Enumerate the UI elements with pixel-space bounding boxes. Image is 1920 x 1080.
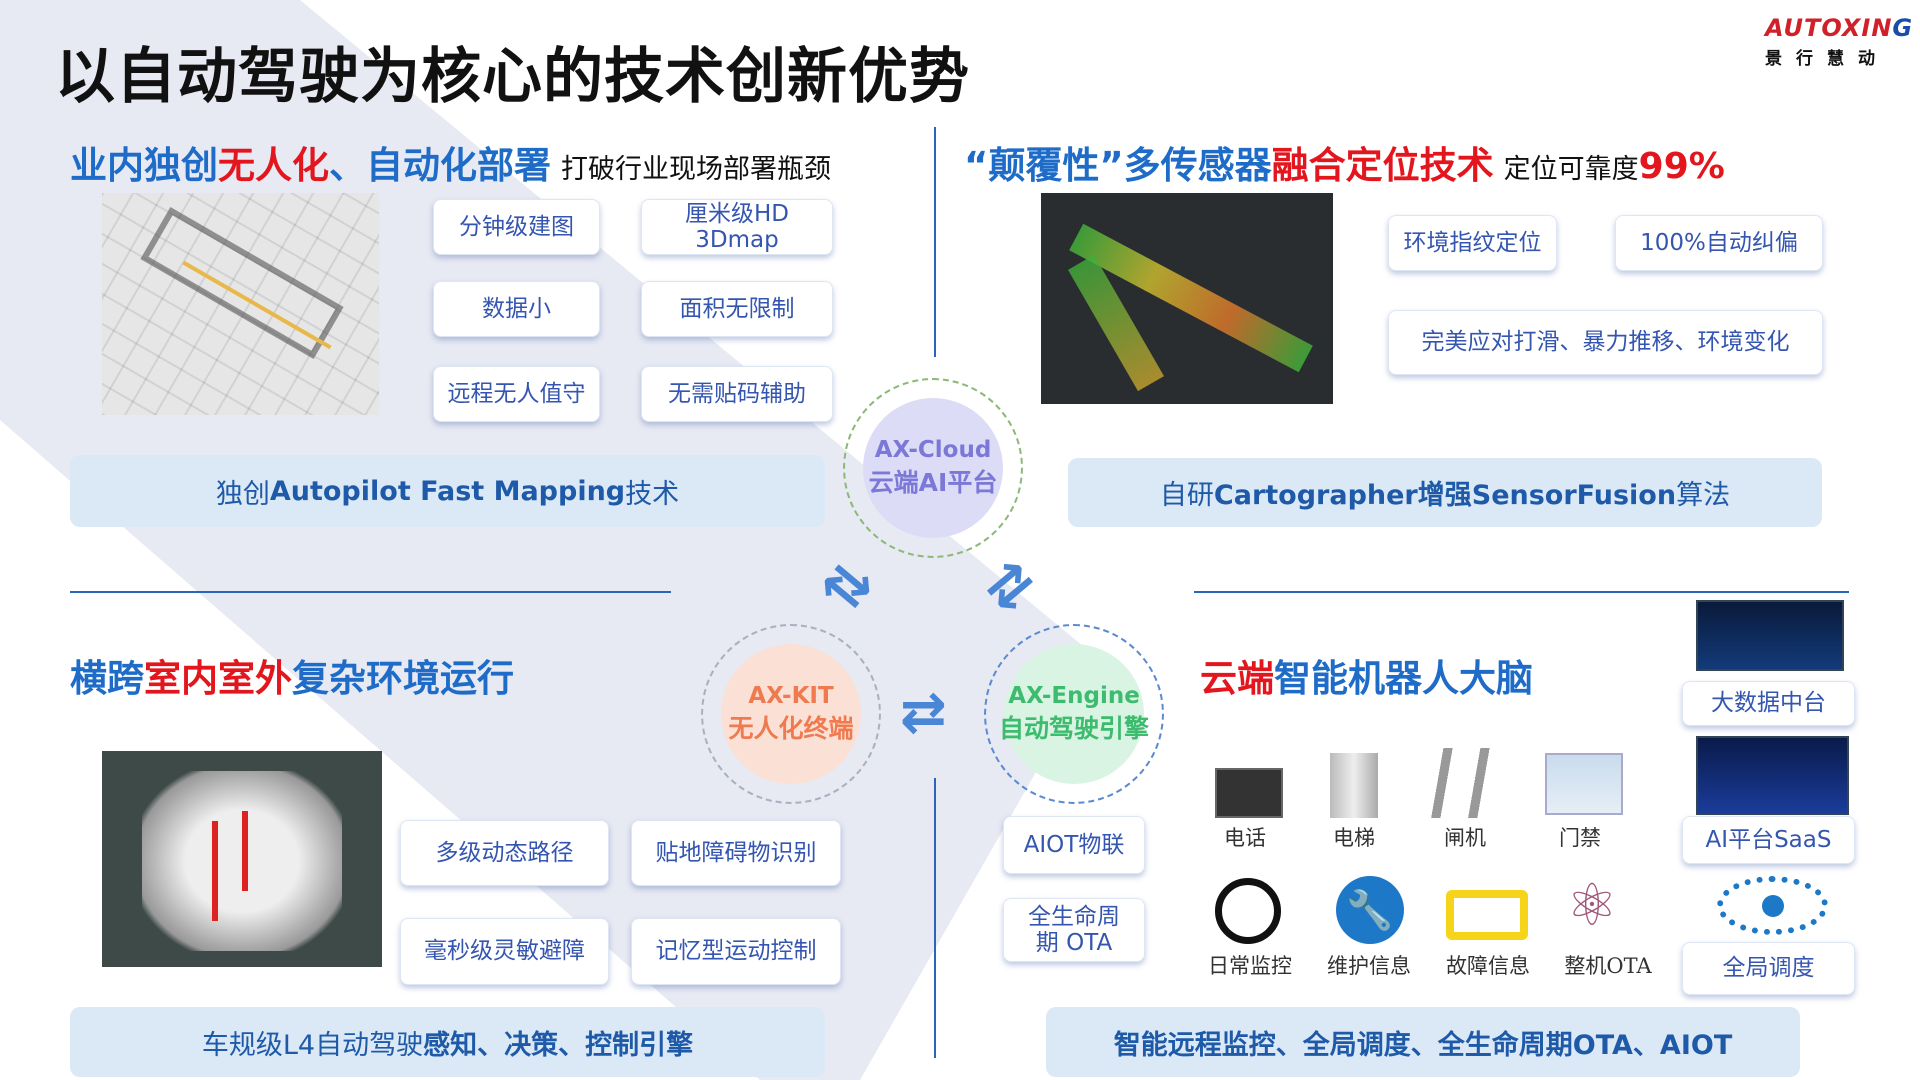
ai-saas-dashboard-image [1696, 736, 1849, 815]
wrench-icon: 🔧 [1336, 876, 1404, 944]
tag-bigdata-platform: 大数据中台 [1682, 681, 1855, 726]
banner-cloud-features: 智能远程监控、全局调度、全生命周期OTA、AIOT [1046, 1007, 1800, 1077]
section-environment-heading: 横跨室内室外复杂环境运行 [70, 657, 514, 700]
section-deployment-heading: 业内独创无人化、自动化部署打破行业现场部署瓶颈 [70, 144, 831, 187]
tag-multilevel-path: 多级动态路径 [400, 820, 609, 886]
pointcloud-image [1041, 193, 1333, 404]
kit-engine-arrow-icon: ⇄ [900, 680, 947, 745]
network-cloud-icon [1717, 876, 1828, 935]
tag-memory-motion: 记忆型运动控制 [631, 918, 841, 985]
phone-device-icon [1215, 768, 1283, 818]
autoxing-logo: AUTOXING 景行慧动 [1765, 14, 1914, 69]
elevator-icon [1330, 753, 1378, 818]
divider-left [70, 591, 671, 593]
tag-ms-avoidance: 毫秒级灵敏避障 [400, 918, 609, 985]
function-monitor-label: 日常监控 [1208, 954, 1292, 978]
device-elevator-label: 电梯 [1333, 826, 1375, 850]
atom-ota-icon: ⚛ [1566, 871, 1618, 939]
tag-auto-correction: 100%自动纠偏 [1615, 215, 1823, 271]
divider-bottom [934, 778, 936, 1058]
navigation-map-image [102, 751, 382, 967]
device-phone-label: 电话 [1224, 826, 1266, 850]
device-door-label: 门禁 [1559, 826, 1601, 850]
door-access-icon [1545, 753, 1623, 815]
device-gate-label: 闸机 [1444, 826, 1486, 850]
tag-remote-unattended: 远程无人值守 [433, 366, 600, 422]
turnstile-icon [1425, 748, 1505, 818]
tag-hd-3dmap: 厘米级HD 3Dmap [641, 199, 833, 255]
function-ota-label: 整机OTA [1564, 954, 1652, 978]
tag-small-data: 数据小 [433, 281, 600, 337]
page-title: 以自动驾驶为核心的技术创新优势 [55, 42, 970, 112]
function-maintenance-label: 维护信息 [1327, 954, 1411, 978]
tag-global-dispatch: 全局调度 [1682, 942, 1855, 995]
tag-no-markers: 无需贴码辅助 [641, 366, 833, 422]
gauge-icon [1215, 878, 1281, 944]
section-fusion-heading: “颠覆性”多传感器融合定位技术定位可靠度99% [964, 144, 1725, 187]
bigdata-dashboard-image [1696, 600, 1844, 671]
banner-l4-engine: 车规级L4自动驾驶感知、决策、控制引擎 [70, 1007, 825, 1077]
divider-top [934, 127, 936, 357]
tag-minute-mapping: 分钟级建图 [433, 199, 600, 255]
mapping-image [102, 193, 379, 415]
function-fault-label: 故障信息 [1446, 954, 1530, 978]
tag-lifecycle-ota: 全生命周期 OTA [1003, 898, 1145, 962]
tag-fingerprint-localization: 环境指纹定位 [1388, 215, 1557, 271]
engine-fault-icon [1446, 890, 1528, 940]
tag-aiot: AIOT物联 [1003, 816, 1145, 874]
section-cloud-brain-heading: 云端智能机器人大脑 [1200, 657, 1533, 700]
tag-ai-saas: AI平台SaaS [1682, 816, 1855, 864]
tag-unlimited-area: 面积无限制 [641, 281, 833, 337]
tag-robustness: 完美应对打滑、暴力推移、环境变化 [1388, 310, 1823, 375]
divider-right [1194, 591, 1849, 593]
tag-ground-obstacle: 贴地障碍物识别 [631, 820, 841, 886]
